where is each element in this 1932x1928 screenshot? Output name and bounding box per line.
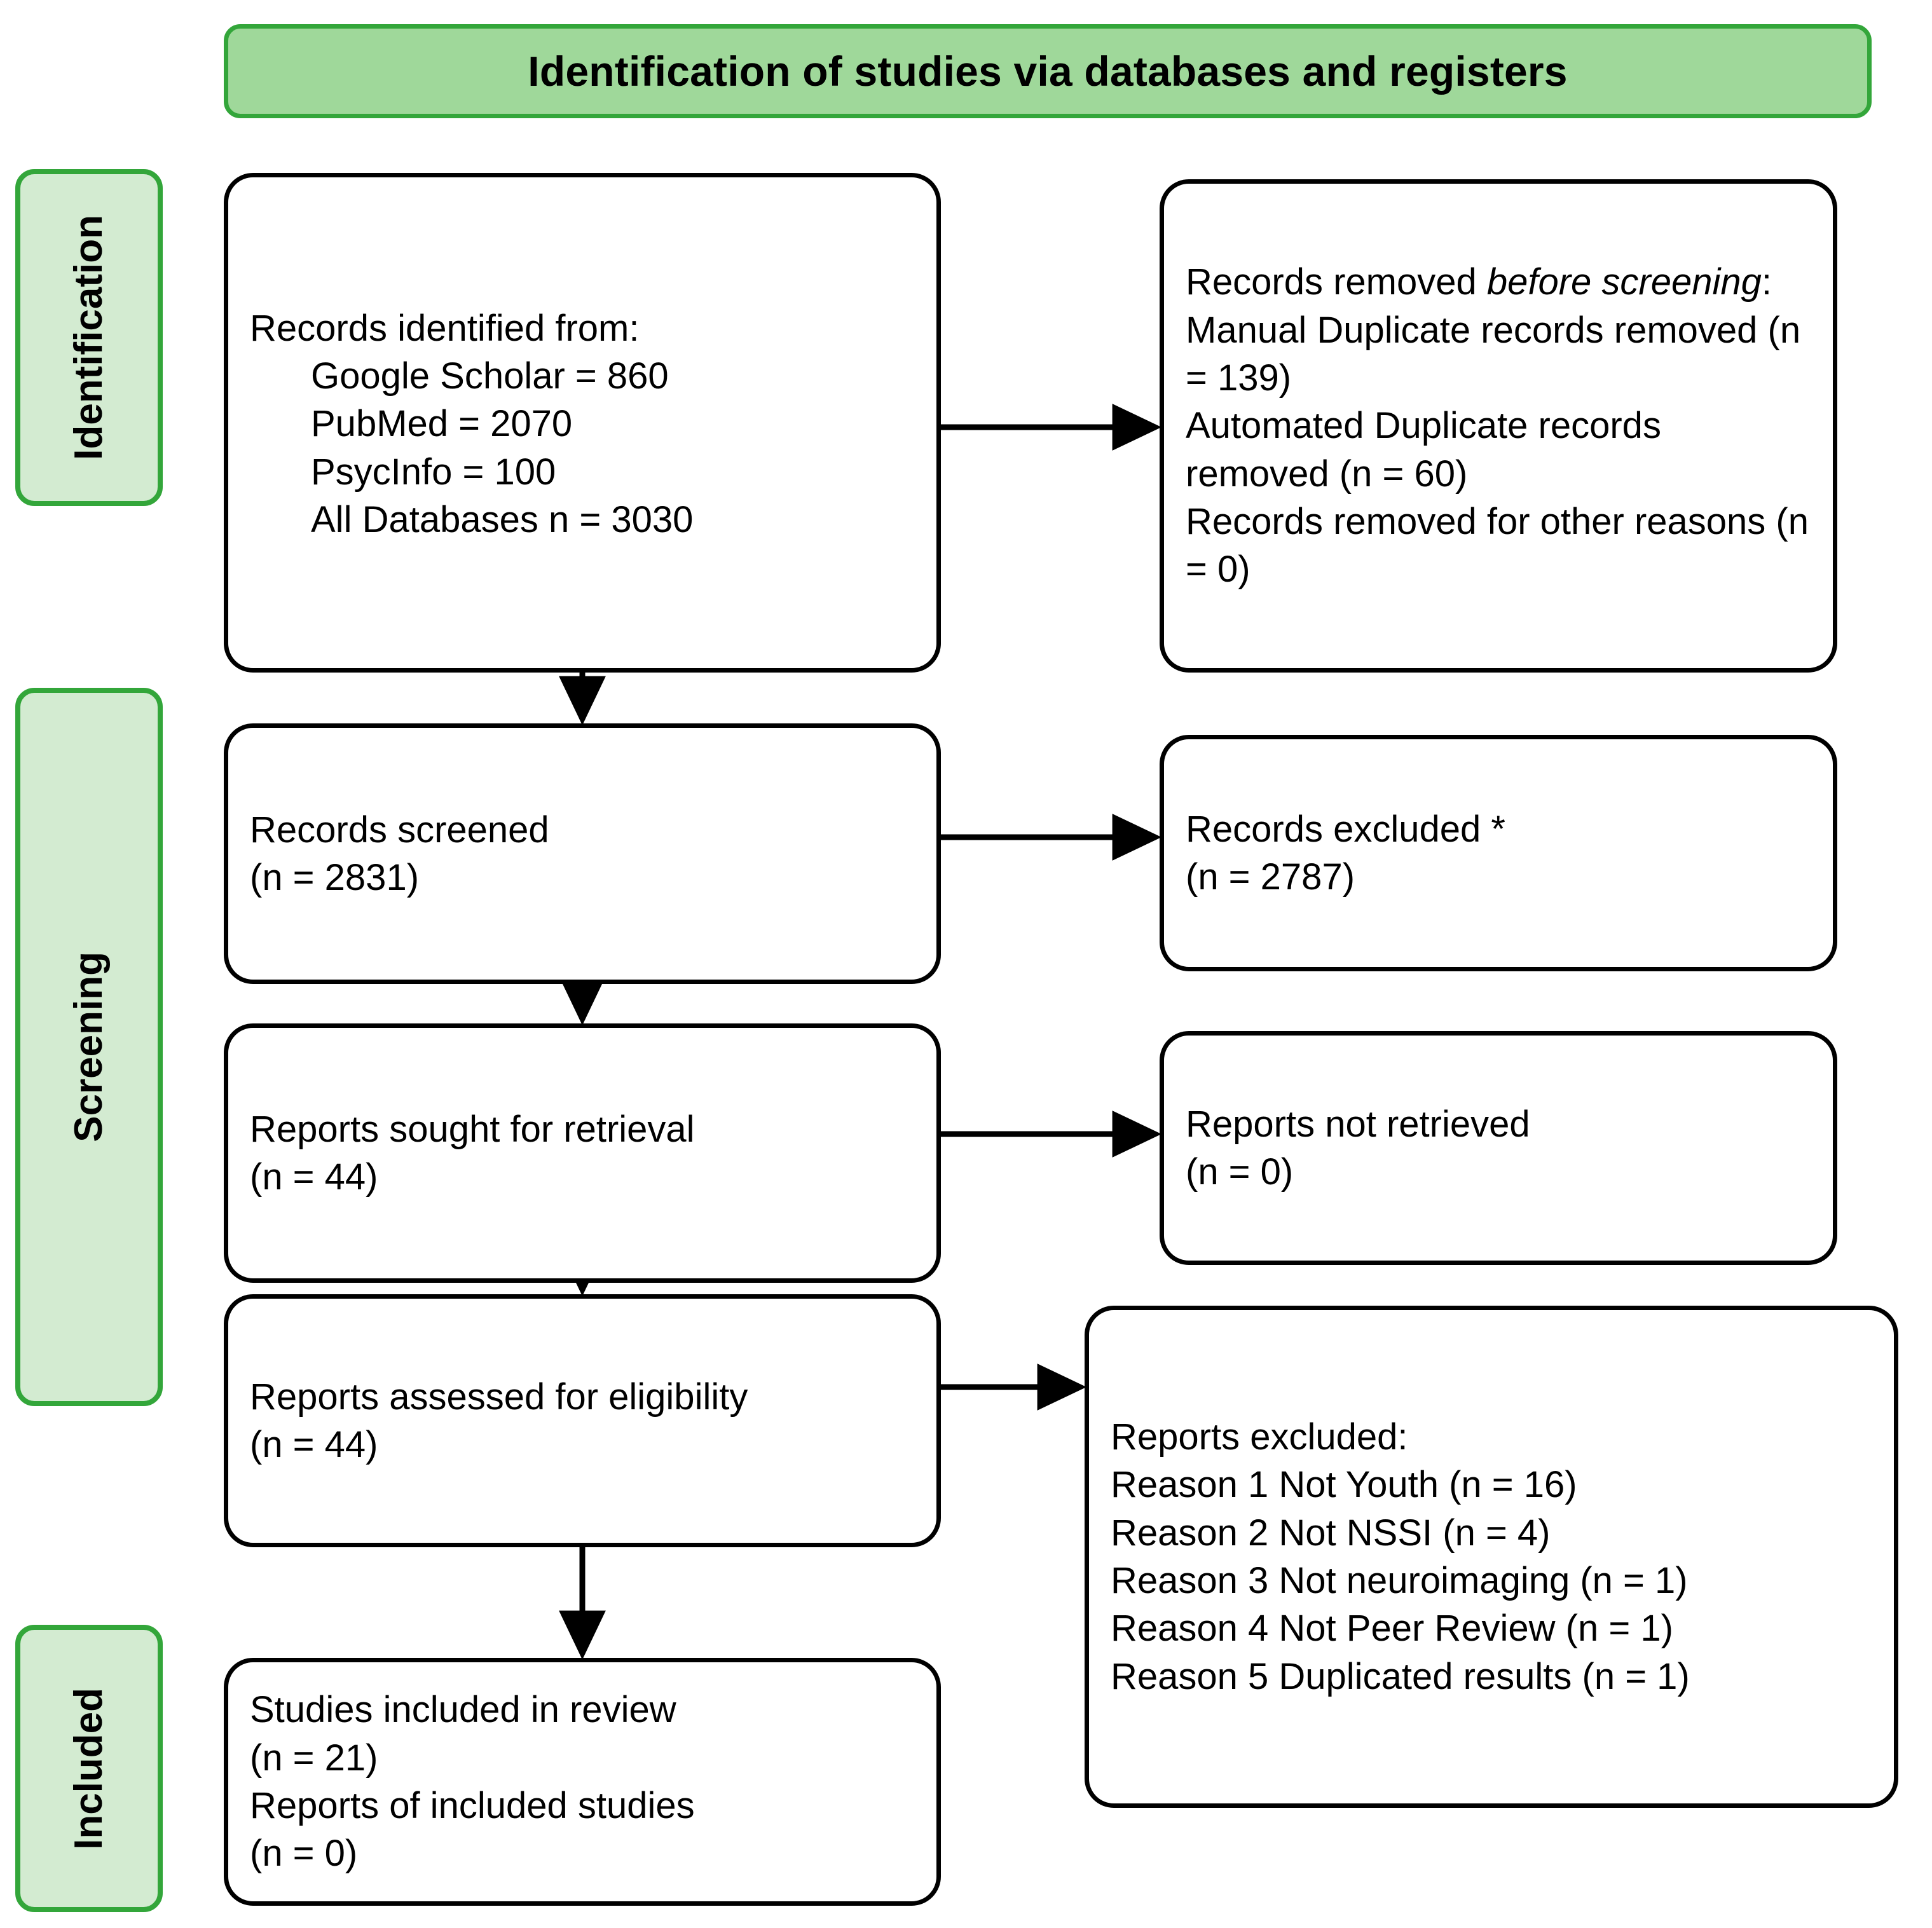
reports-excluded-title: Reports excluded:: [1111, 1416, 1408, 1458]
manual-duplicates-removed: Manual Duplicate records removed (n = 13…: [1186, 309, 1801, 399]
node-records-removed-before-screening: Records removed before screening: Manual…: [1160, 179, 1837, 673]
phase-tab-identification-label: Identification: [67, 215, 111, 460]
reports-excluded-reason-4: Reason 4 Not Peer Review (n = 1): [1111, 1608, 1673, 1650]
reports-not-retrieved-label: Reports not retrieved: [1186, 1103, 1530, 1145]
reports-not-retrieved-count: (n = 0): [1186, 1151, 1294, 1193]
phase-tab-screening-label: Screening: [67, 952, 111, 1142]
reports-of-included-label: Reports of included studies: [250, 1785, 695, 1826]
reports-excluded-reason-5: Reason 5 Duplicated results (n = 1): [1111, 1655, 1690, 1697]
records-excluded-label: Records excluded *: [1186, 808, 1505, 850]
records-screened-label: Records screened: [250, 809, 549, 851]
records-removed-title: Records removed before screening:: [1186, 258, 1811, 306]
reports-assessed-count: (n = 44): [250, 1424, 378, 1465]
phase-tab-identification: Identification: [15, 169, 163, 506]
source-google-scholar: Google Scholar = 860: [311, 355, 669, 397]
reports-sought-label: Reports sought for retrieval: [250, 1108, 695, 1150]
reports-excluded-reason-3: Reason 3 Not neuroimaging (n = 1): [1111, 1560, 1688, 1601]
phase-tab-included: Included: [15, 1625, 163, 1912]
node-records-identified: Records identified from: Google Scholar …: [224, 173, 941, 673]
reports-sought-count: (n = 44): [250, 1156, 378, 1198]
automated-duplicates-removed: Automated Duplicate records removed (n =…: [1186, 405, 1661, 495]
studies-included-count: (n = 21): [250, 1737, 378, 1779]
source-pubmed: PubMed = 2070: [311, 403, 573, 445]
source-psycinfo: PsycInfo = 100: [311, 451, 556, 493]
phase-tab-included-label: Included: [67, 1687, 111, 1850]
node-reports-excluded: Reports excluded: Reason 1 Not Youth (n …: [1085, 1306, 1898, 1808]
phase-tab-screening: Screening: [15, 688, 163, 1406]
node-records-excluded: Records excluded * (n = 2787): [1160, 735, 1837, 971]
diagram-header-banner: Identification of studies via databases …: [224, 24, 1872, 118]
records-removed-title-italic: before screening: [1486, 261, 1762, 303]
reports-assessed-label: Reports assessed for eligibility: [250, 1376, 748, 1418]
records-removed-title-colon: :: [1761, 261, 1772, 303]
studies-included-label: Studies included in review: [250, 1689, 676, 1731]
reports-excluded-reason-1: Reason 1 Not Youth (n = 16): [1111, 1464, 1577, 1506]
node-reports-assessed: Reports assessed for eligibility (n = 44…: [224, 1294, 941, 1547]
node-studies-included: Studies included in review (n = 21) Repo…: [224, 1658, 941, 1906]
node-reports-sought: Reports sought for retrieval (n = 44): [224, 1023, 941, 1283]
records-excluded-count: (n = 2787): [1186, 856, 1355, 898]
reports-of-included-count: (n = 0): [250, 1833, 358, 1875]
reports-excluded-reason-2: Reason 2 Not NSSI (n = 4): [1111, 1512, 1551, 1554]
records-identified-title: Records identified from:: [250, 307, 640, 349]
page-title: Identification of studies via databases …: [528, 48, 1568, 95]
node-reports-not-retrieved: Reports not retrieved (n = 0): [1160, 1031, 1837, 1265]
other-reasons-removed: Records removed for other reasons (n = 0…: [1186, 501, 1809, 591]
node-records-screened: Records screened (n = 2831): [224, 723, 941, 984]
records-screened-count: (n = 2831): [250, 857, 420, 898]
records-removed-title-plain: Records removed: [1186, 261, 1487, 303]
source-all-databases: All Databases n = 3030: [311, 499, 694, 541]
